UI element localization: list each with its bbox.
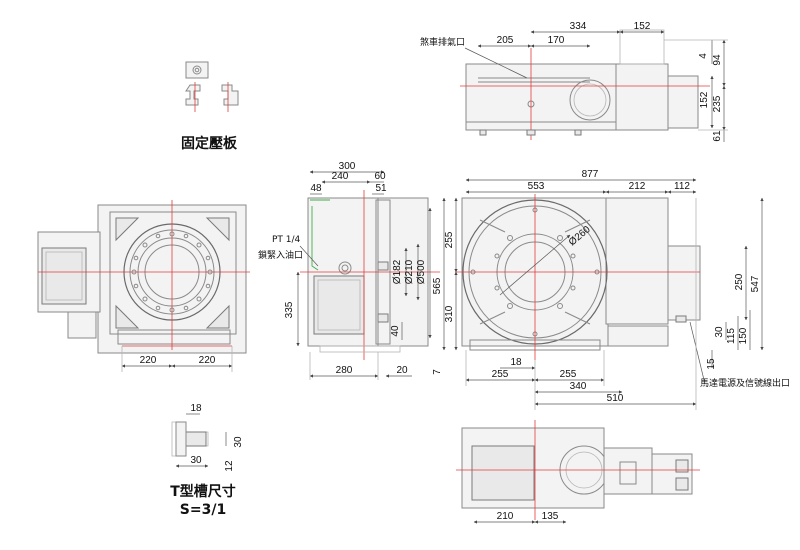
dim-565: 565 [432,277,443,294]
fixing-plate-caption: 固定壓板 [181,135,238,152]
top-view: 煞車排氣口 205 170 334 152 4 94 152 235 61 [420,21,728,142]
dim-51: 51 [375,183,387,194]
dim-t-30v: 30 [233,436,244,448]
dim-510: 510 [607,393,624,404]
dim-dia-500: Ø500 [416,259,427,284]
front-view-left: 220 220 [37,200,250,372]
t-slot-spec: S=3/1 [180,502,226,518]
dim-250: 250 [734,273,745,290]
dim-152v: 152 [699,91,710,108]
dim-553: 553 [528,181,545,192]
dim-48: 48 [310,183,322,194]
dim-235: 235 [712,95,723,112]
motor-outlet-label: 馬達電源及信號線出口 [700,377,790,389]
side-view-middle: PT 1/4 鎖緊入油口 300 240 60 48 51 Ø182 Ø210 … [258,161,440,380]
fixing-plate-view: 固定壓板 [181,61,239,152]
dim-t-30h: 30 [190,455,202,466]
dim-310: 310 [444,305,455,322]
dim-255-vertical: 255 [444,231,455,248]
dim-334: 334 [570,21,587,32]
dim-60: 60 [374,171,386,182]
dim-112: 112 [674,181,690,192]
dim-150: 150 [738,327,749,344]
t-slot-detail: 18 30 30 12 T型槽尺寸 S=3/1 [170,403,244,518]
lock-oil-inlet-label: 鎖緊入油口 [258,249,303,261]
dim-220-right: 220 [199,355,216,366]
dim-7: 7 [432,369,443,375]
dim-t-18: 18 [190,403,202,414]
dim-15: 15 [706,358,717,370]
dim-61: 61 [712,130,723,142]
bottom-view: 210 135 [456,420,700,524]
brake-exhaust-label: 煞車排氣口 [420,36,465,48]
front-view-right: Ø260 877 553 212 112 255 565 310 7 250 5… [432,169,790,410]
dim-547: 547 [750,275,761,292]
dim-170: 170 [548,35,565,46]
dim-877: 877 [582,169,599,180]
dim-255-b: 255 [560,369,577,380]
dim-b-210: 210 [497,511,514,522]
dim-4: 4 [698,53,709,59]
dim-205: 205 [497,35,514,46]
dim-40: 40 [390,325,401,337]
dim-335: 335 [284,301,295,318]
dim-212: 212 [629,181,646,192]
dim-240: 240 [332,171,349,182]
dim-30: 30 [714,326,725,338]
dim-94: 94 [712,54,723,66]
dim-t-12: 12 [224,460,235,472]
dim-dia-182: Ø182 [392,259,403,284]
dim-300: 300 [339,161,356,172]
t-slot-caption: T型槽尺寸 [170,483,236,500]
dim-dia-210: Ø210 [404,259,415,284]
dim-255-a: 255 [492,369,509,380]
dim-18-bottom: 18 [510,357,522,368]
pt-thread-label: PT 1/4 [272,235,301,245]
dim-220-left: 220 [140,355,157,366]
dim-20: 20 [396,365,408,376]
dim-280: 280 [336,365,353,376]
dim-152: 152 [634,21,651,32]
dim-340: 340 [570,381,587,392]
dim-115: 115 [726,328,737,344]
dim-b-135: 135 [542,511,559,522]
